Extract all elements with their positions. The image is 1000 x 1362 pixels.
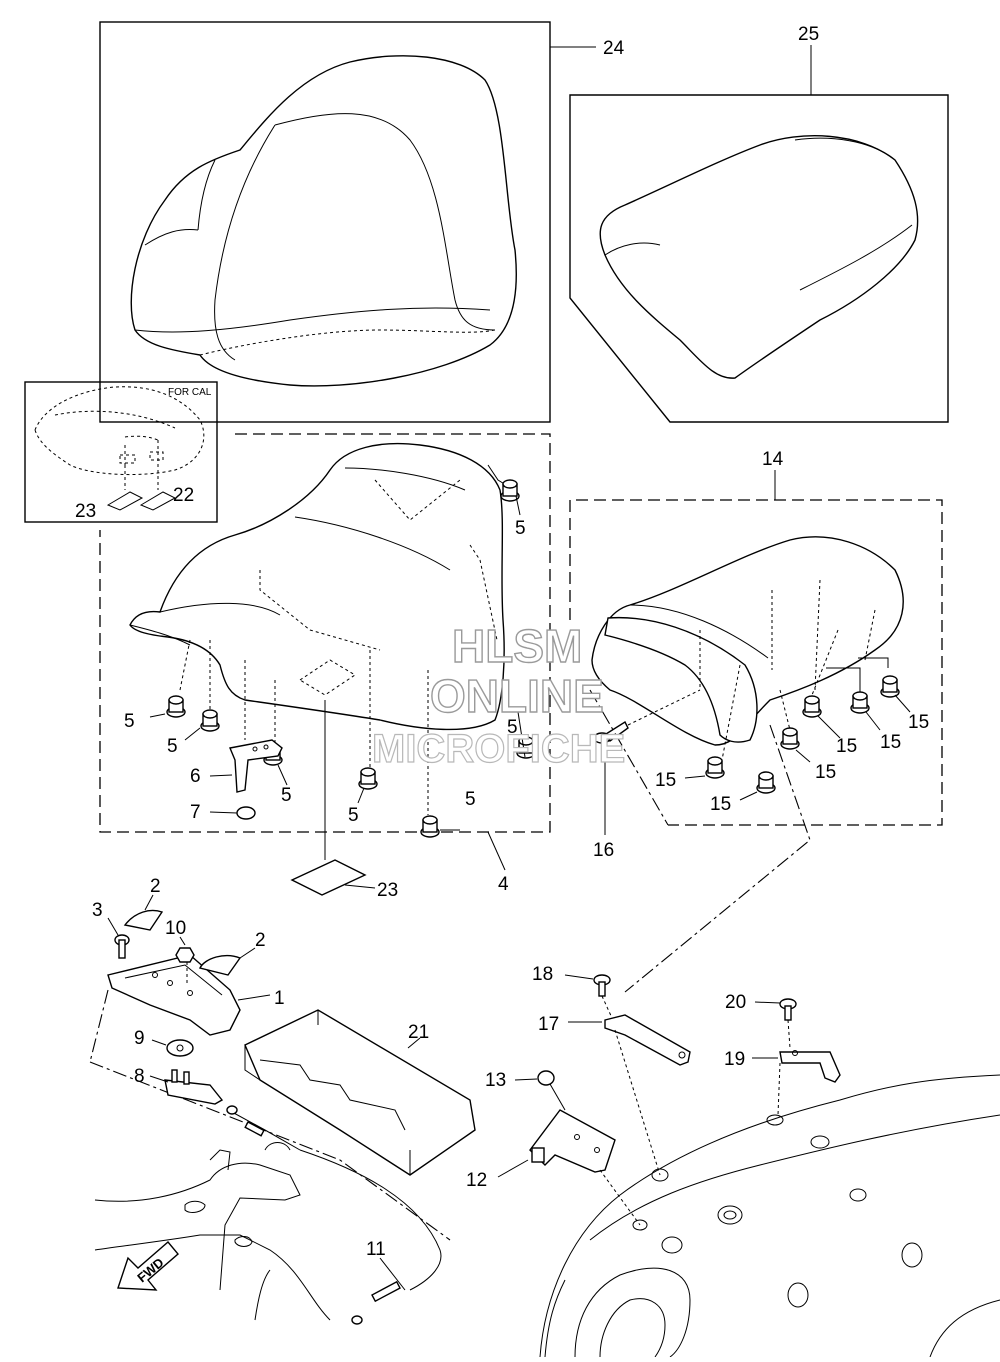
callout-20: 20 [725,992,746,1013]
callout-5-c: 5 [167,736,178,757]
grommets-15 [705,675,900,794]
callout-10: 10 [165,918,186,939]
callout-23-inset: 23 [75,501,96,522]
callout-11: 11 [366,1239,386,1260]
bolt-20 [754,998,797,1049]
nut-7 [209,806,256,820]
callout-15-e: 15 [655,770,676,791]
callout-5-b: 5 [124,711,135,732]
grommet-15-leaders [684,694,911,801]
callout-19: 19 [724,1049,745,1070]
callout-15-a: 15 [908,712,929,733]
callout-5-e: 5 [348,805,359,826]
callout-2-left: 2 [150,876,161,897]
callout-15-b: 15 [836,736,857,757]
bolt-13 [514,1070,566,1111]
label-2-left [123,894,164,931]
callout-4: 4 [498,874,509,895]
callout-25: 25 [798,24,819,45]
callout-5-f: 5 [465,789,476,810]
bracket-17 [568,1014,691,1176]
callout-24: 24 [603,38,625,59]
callout-22: 22 [173,485,194,506]
callout-15-f: 15 [710,794,731,815]
callout-14: 14 [762,449,784,470]
fwd-label: FWD [134,1255,166,1286]
watermark-line-3: MICROFICHE [372,727,625,771]
callout-12: 12 [466,1170,487,1191]
callout-7: 7 [190,802,201,823]
callout-8: 8 [134,1066,145,1087]
latch-8 [149,1069,224,1105]
callout-16: 16 [593,840,614,861]
callout-15-d: 15 [815,762,836,783]
callout-5-g: 5 [507,717,518,738]
watermark: HLSM ONLINE MICROFICHE [371,619,626,771]
callout-13: 13 [485,1070,506,1091]
bracket-12 [497,1109,641,1226]
bolt-18 [564,974,613,1019]
bracket-19 [752,1050,841,1116]
for-cal-inset [24,381,218,523]
callout-5-a: 5 [515,518,526,539]
callout-23-lower: 23 [377,880,398,901]
seat-cover-25-box [569,45,949,423]
callout-5-d: 5 [281,785,292,806]
front-seat-assembly-4 [99,433,551,871]
callout-21: 21 [408,1022,429,1043]
watermark-line-2: ONLINE [430,670,604,722]
seat-lock-cable-11 [226,1105,442,1325]
callout-18: 18 [532,964,553,985]
bolt-16 [593,689,701,835]
callout-17: 17 [538,1014,559,1035]
frame-sketch [94,1142,331,1321]
watermark-line-1: HLSM [452,620,582,672]
tool-kit-21 [244,1009,476,1176]
reference-lines [89,689,811,1241]
callout-1: 1 [274,988,285,1009]
callout-3: 3 [92,900,103,921]
label-2-right [198,947,256,976]
seat-lock-bracket-1 [107,954,271,1036]
callout-2-right: 2 [255,930,266,951]
bolt-3 [107,917,130,959]
callout-6: 6 [190,766,201,787]
rear-fender-sketch [539,1074,1000,1358]
callout-9: 9 [134,1028,145,1049]
label-23 [290,859,376,896]
inset-note: FOR CAL [168,387,212,398]
washer-9 [151,1039,194,1057]
fwd-arrow-icon [117,1241,179,1291]
bracket-6 [209,739,283,793]
callout-15-c: 15 [880,732,901,753]
seat-cover-24-box [99,21,596,423]
callout-labels: 24 25 14 4 5 5 5 5 5 5 5 6 7 23 15 15 15… [75,24,929,1285]
nut-10 [175,936,195,985]
grommet-leaders [149,495,526,831]
rear-seat-assembly-14 [569,470,943,826]
